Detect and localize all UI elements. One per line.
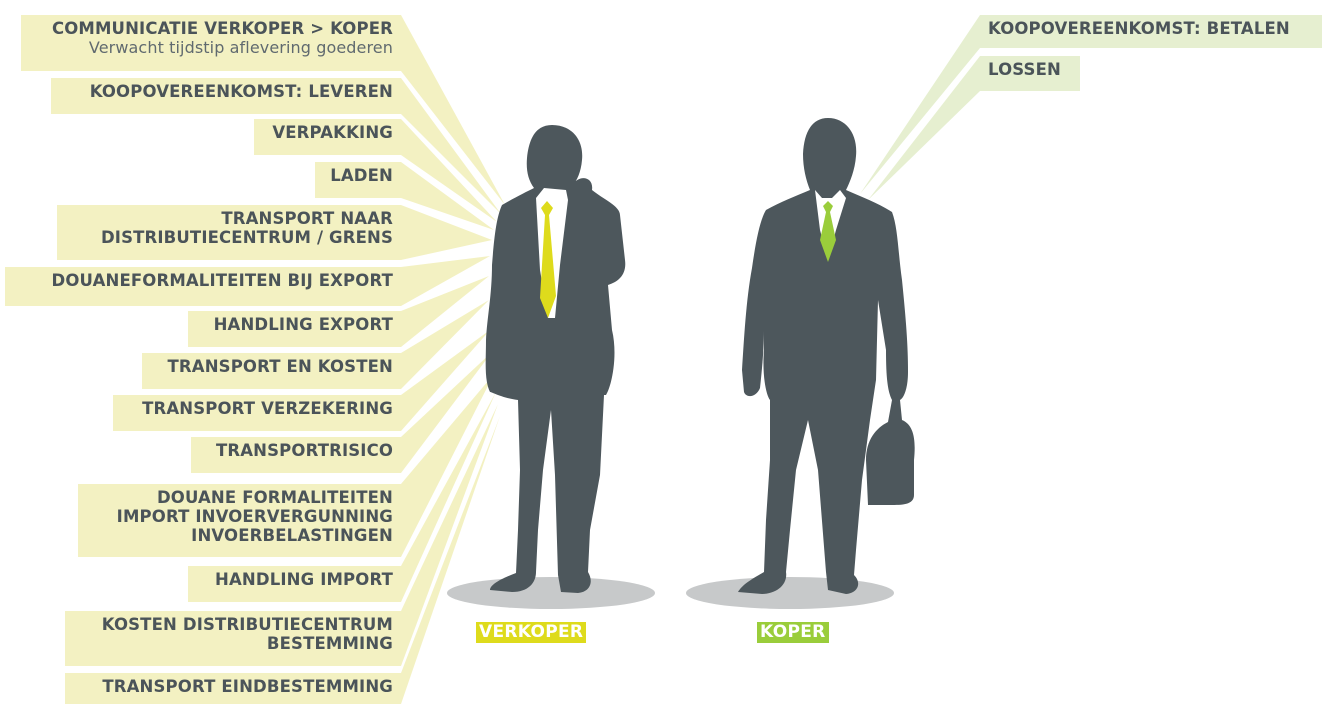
buyer-shadow xyxy=(686,577,894,609)
seller-task-line: INVOERBELASTINGEN xyxy=(191,526,393,545)
seller-ray xyxy=(401,78,501,214)
seller-ray xyxy=(401,162,494,230)
seller-ray xyxy=(401,392,496,602)
seller-task-line: TRANSPORT VERZEKERING xyxy=(142,399,393,418)
buyer-silhouette xyxy=(738,118,915,594)
seller-task-label: TRANSPORT EN KOSTEN xyxy=(142,353,401,389)
buyer-ray xyxy=(860,15,980,194)
seller-task-label: VERPAKKING xyxy=(254,119,401,155)
buyer-tie xyxy=(820,201,836,262)
buyer-task-label: KOOPOVEREENKOMST: BETALEN xyxy=(980,15,1322,48)
seller-ray xyxy=(401,256,490,306)
seller-ray xyxy=(401,404,498,666)
seller-task-line: BESTEMMING xyxy=(266,634,393,653)
seller-figure xyxy=(447,125,655,609)
seller-task-label: HANDLING EXPORT xyxy=(188,311,401,347)
seller-tie xyxy=(540,201,556,318)
seller-task-label: DOUANEFORMALITEITEN BIJ EXPORT xyxy=(5,267,401,306)
buyer-task-label: LOSSEN xyxy=(980,56,1080,91)
seller-task-label: LADEN xyxy=(315,162,401,198)
buyer-task-line: KOOPOVEREENKOMST: BETALEN xyxy=(988,19,1290,38)
seller-ray xyxy=(401,205,492,260)
seller-silhouette xyxy=(485,125,626,593)
seller-task-label: KOOPOVEREENKOMST: LEVEREN xyxy=(51,78,401,114)
seller-task-subtitle: Verwacht tijdstip aflevering goederen xyxy=(88,38,393,57)
seller-task-line: HANDLING EXPORT xyxy=(213,315,393,334)
seller-ray xyxy=(401,374,494,557)
seller-task-line: TRANSPORTRISICO xyxy=(215,441,393,460)
seller-task-line: TRANSPORT EINDBESTEMMING xyxy=(102,677,393,696)
buyer-ray xyxy=(868,56,980,200)
seller-task-line: DOUANEFORMALITEITEN BIJ EXPORT xyxy=(51,271,393,290)
seller-task-label: TRANSPORTRISICO xyxy=(191,437,401,473)
seller-ray xyxy=(401,330,490,431)
seller-ray xyxy=(401,300,489,389)
seller-task-label: TRANSPORT VERZEKERING xyxy=(113,395,401,431)
seller-ray xyxy=(401,352,492,473)
seller-task-line: KOOPOVEREENKOMST: LEVEREN xyxy=(89,82,393,101)
seller-task-line: LADEN xyxy=(330,166,393,185)
seller-task-line: DOUANE FORMALITEITEN xyxy=(156,488,393,507)
buyer-task-line: LOSSEN xyxy=(988,60,1061,79)
seller-ray xyxy=(401,276,489,347)
seller-task-label: HANDLING IMPORT xyxy=(188,566,401,602)
seller-task-line: KOSTEN DISTRIBUTIECENTRUM xyxy=(101,615,393,634)
seller-task-label: TRANSPORT EINDBESTEMMING xyxy=(65,673,401,704)
buyer-figure xyxy=(686,118,915,609)
seller-ray xyxy=(401,15,505,205)
seller-shadow xyxy=(447,577,655,609)
buyer-caption: KOPER xyxy=(757,622,829,643)
seller-task-line: COMMUNICATIE VERKOPER > KOPER xyxy=(51,19,393,38)
seller-caption: VERKOPER xyxy=(476,622,587,643)
seller-ray xyxy=(401,416,500,704)
seller-task-line: HANDLING IMPORT xyxy=(215,570,393,589)
seller-ray xyxy=(401,119,497,222)
seller-task-line: TRANSPORT NAAR xyxy=(221,209,393,228)
seller-task-line: IMPORT INVOERVERGUNNING xyxy=(116,507,393,526)
seller-task-line: VERPAKKING xyxy=(272,123,393,142)
seller-task-line: TRANSPORT EN KOSTEN xyxy=(167,357,393,376)
seller-task-line: DISTRIBUTIECENTRUM / GRENS xyxy=(100,228,393,247)
